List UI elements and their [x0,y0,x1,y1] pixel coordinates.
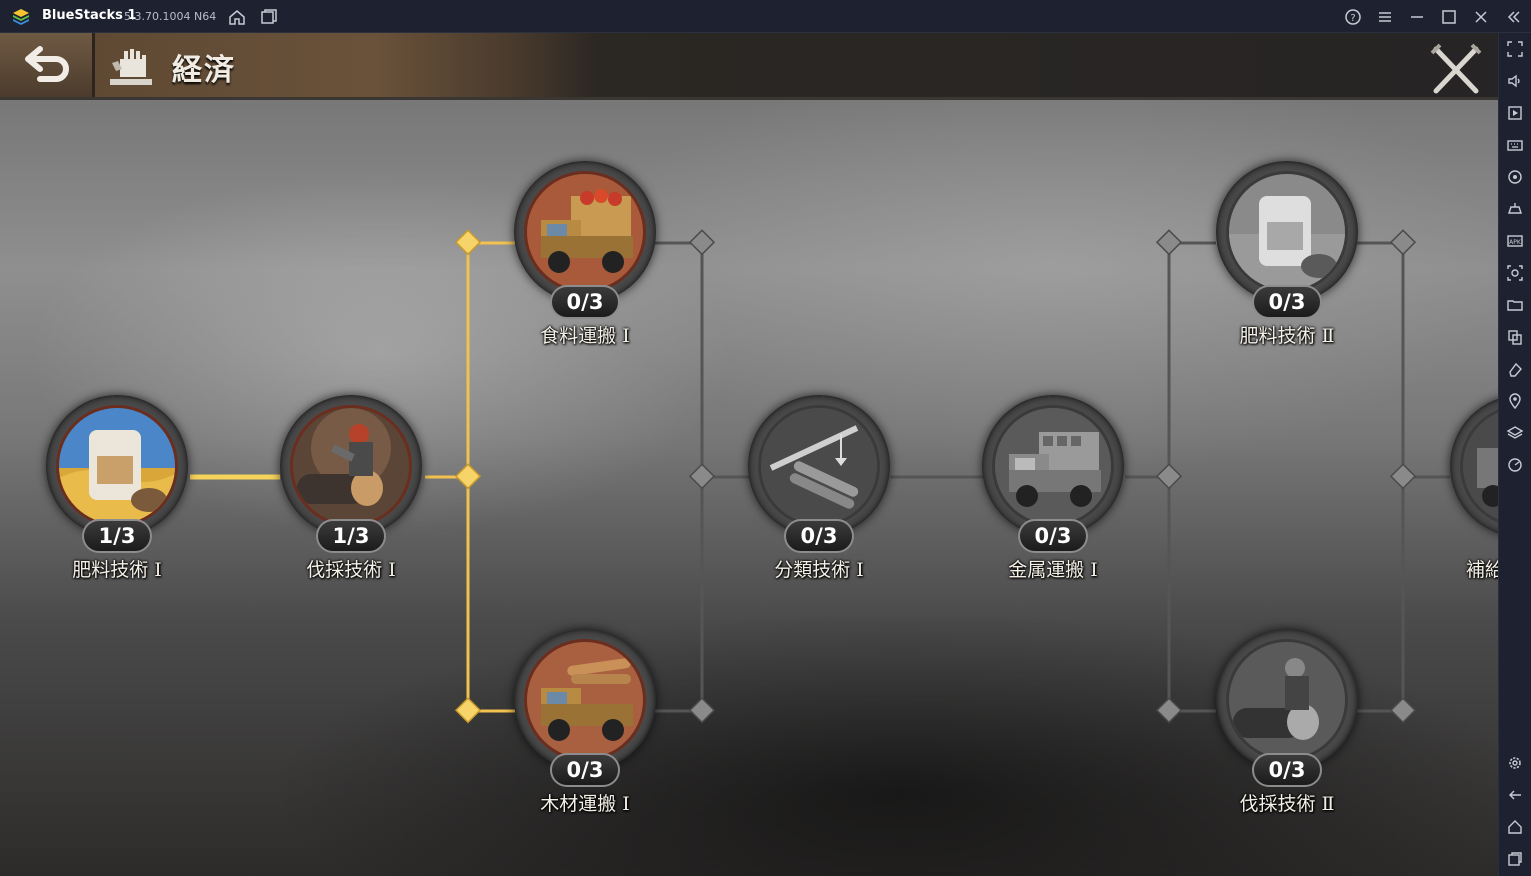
app-name: BlueStacks 1 [42,8,137,23]
apk-icon[interactable]: APK [1506,232,1524,250]
copy-icon[interactable] [1506,328,1524,346]
menu-icon[interactable] [1375,7,1395,27]
tech-node-fertilizer-2[interactable]: 0/3 肥料技術 Ⅱ [1212,161,1362,371]
node-label: 伐採技術 Ⅱ [1239,793,1335,815]
help-icon[interactable]: ? [1343,7,1363,27]
node-label: 分類技術 Ⅰ [774,559,864,581]
maximize-icon[interactable] [1439,7,1459,27]
progress-badge: 0/3 [1018,519,1088,553]
progress-badge: 1/3 [82,519,152,553]
fertilizer-sack-icon [56,405,178,527]
right-sidebar: APK [1498,33,1531,876]
keyboard-icon[interactable] [1506,136,1524,154]
back-button[interactable] [0,33,95,97]
progress-badge: 0/3 [1252,753,1322,787]
fullscreen-icon[interactable] [1506,40,1524,58]
tech-node-supply[interactable]: 補給 [1446,395,1498,605]
lumberjack-icon [290,405,412,527]
collapse-sidebar-icon[interactable] [1504,7,1524,27]
tech-node-metal-transport-1[interactable]: 0/3 金属運搬 Ⅰ [978,395,1128,605]
node-label: 伐採技術 Ⅰ [306,559,396,581]
progress-badge: 0/3 [550,753,620,787]
rotate-icon[interactable] [1506,168,1524,186]
recent-apps-icon[interactable] [1506,850,1524,868]
volume-icon[interactable] [1506,72,1524,90]
tech-node-fertilizer-1[interactable]: 1/3 肥料技術 Ⅰ [42,395,192,605]
tech-tree-connections [190,229,1450,724]
node-label: 木材運搬 Ⅰ [540,793,630,815]
lumberjack-icon [1226,639,1348,761]
junction-diamond-active [454,229,482,724]
gamepad-icon[interactable] [1506,200,1524,218]
undo-arrow-icon [25,46,69,82]
progress-badge: 1/3 [316,519,386,553]
settings-icon[interactable] [1506,754,1524,772]
folder-icon[interactable] [1506,296,1524,314]
progress-badge: 0/3 [550,285,620,319]
bluestacks-logo-icon [13,9,29,25]
tech-node-sorting-1[interactable]: 0/3 分類技術 Ⅰ [744,395,894,605]
home-icon[interactable] [227,7,247,27]
tech-node-logging-1[interactable]: 1/3 伐採技術 Ⅰ [276,395,426,605]
svg-text:?: ? [1350,13,1355,24]
minimize-icon[interactable] [1407,7,1427,27]
game-viewport: 経済 1/3 肥料技術 Ⅰ [0,33,1498,876]
fertilizer-sack-icon [1226,171,1348,293]
screenshot-icon[interactable] [1506,264,1524,282]
crane-pipes-icon [758,405,880,527]
layers-icon[interactable] [1506,424,1524,442]
progress-badge: 0/3 [1252,285,1322,319]
svg-text:APK: APK [1509,239,1522,246]
close-icon[interactable] [1471,7,1491,27]
progress-badge: 0/3 [784,519,854,553]
window-titlebar: BlueStacks 1 5.3.70.1004 N64 ? [0,0,1531,33]
junction-diamond-inactive [688,229,1417,724]
location-icon[interactable] [1506,392,1524,410]
metal-truck-icon [992,405,1114,527]
app-version: 5.3.70.1004 N64 [124,10,217,23]
economy-fist-icon [110,49,152,85]
node-label: 補給 [1466,559,1498,581]
multi-instance-icon[interactable] [259,7,279,27]
home-icon[interactable] [1506,818,1524,836]
back-icon[interactable] [1506,786,1524,804]
eco-mode-icon[interactable] [1506,456,1524,474]
media-icon[interactable] [1506,104,1524,122]
crossed-swords-close-icon [1430,43,1482,94]
wood-truck-icon [524,639,646,761]
node-label: 金属運搬 Ⅰ [1008,559,1098,581]
tech-node-food-transport-1[interactable]: 0/3 食料運搬 Ⅰ [510,161,660,371]
tech-node-wood-transport-1[interactable]: 0/3 木材運搬 Ⅰ [510,629,660,839]
node-label: 食料運搬 Ⅰ [540,325,630,347]
close-button[interactable] [1422,39,1490,99]
node-label: 肥料技術 Ⅰ [72,559,162,581]
node-label: 肥料技術 Ⅱ [1239,325,1335,347]
header-bar: 経済 [0,33,1498,100]
tech-node-logging-2[interactable]: 0/3 伐採技術 Ⅱ [1212,629,1362,839]
erase-icon[interactable] [1506,360,1524,378]
page-title: 経済 [172,53,236,88]
food-truck-icon [524,171,646,293]
